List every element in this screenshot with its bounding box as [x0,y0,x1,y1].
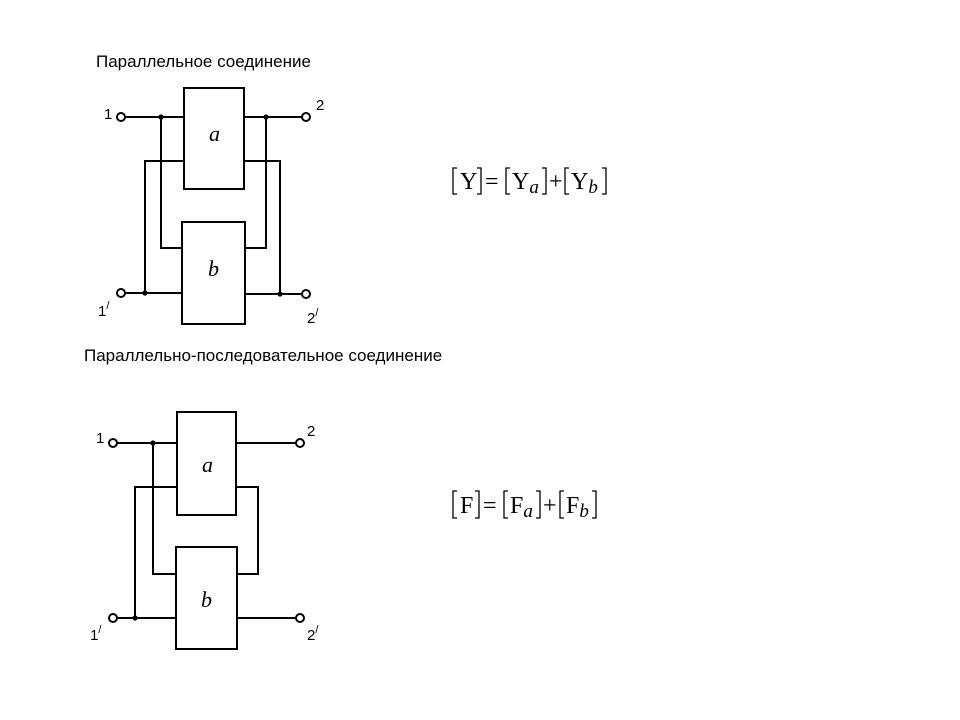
plus-sign: + [543,493,557,519]
equation-term-a: Ya [512,169,539,198]
wire [245,117,267,249]
block-b-rect [181,221,246,325]
diagram-title-parallel-series: Параллельно-последовательное соединение [84,346,443,365]
junction-dot [277,291,283,297]
block-a-label: a [202,452,213,477]
plus-sign: + [549,169,563,195]
equation-parallel [452,167,607,195]
wire [134,486,177,618]
equals-sign: = [483,493,497,519]
equation-term-b: Yb [571,169,598,198]
junction-dot [142,290,148,296]
terminal-label-1: 1 [104,106,112,123]
junction-dot [132,615,138,621]
junction-dot [150,440,156,446]
block-a-label: a [209,121,220,146]
terminal-label-1-prime: 1/ [90,624,102,644]
terminal-1-prime [108,613,118,623]
parallel-series-circuit [108,411,305,650]
parallel-circuit [116,87,311,325]
equals-sign: = [485,169,499,195]
terminal-label-2-prime: 2/ [307,624,319,644]
terminal-2 [301,112,311,122]
equation-term-a: Fa [510,493,533,522]
wire [236,486,259,575]
equation-term-b: Fb [566,493,589,522]
terminal-2 [295,438,305,448]
terminal-label-2-prime: 2/ [307,307,319,327]
terminal-label-2: 2 [307,423,315,440]
wire [152,443,176,575]
block-b-label: b [208,256,219,281]
equation-lhs: Y [460,169,477,195]
terminal-label-2: 2 [316,97,324,114]
wire [244,160,281,294]
terminal-label-1: 1 [96,430,104,447]
block-b-label: b [201,587,212,612]
equation-parallel-series [452,490,597,519]
terminal-1 [108,438,118,448]
terminal-1-prime [116,288,126,298]
junction-dot [263,114,269,120]
junction-dot [158,114,164,120]
wire [160,117,182,249]
terminal-label-1-prime: 1/ [98,300,110,320]
equation-lhs: F [460,493,473,519]
wire [144,160,184,293]
terminal-2-prime [295,613,305,623]
terminal-1 [116,112,126,122]
diagram-title-parallel: Параллельное соединение [96,52,311,71]
terminal-2-prime [301,289,311,299]
block-b-rect [175,546,238,650]
block-a-rect [176,411,237,516]
block-a-rect [183,87,245,190]
